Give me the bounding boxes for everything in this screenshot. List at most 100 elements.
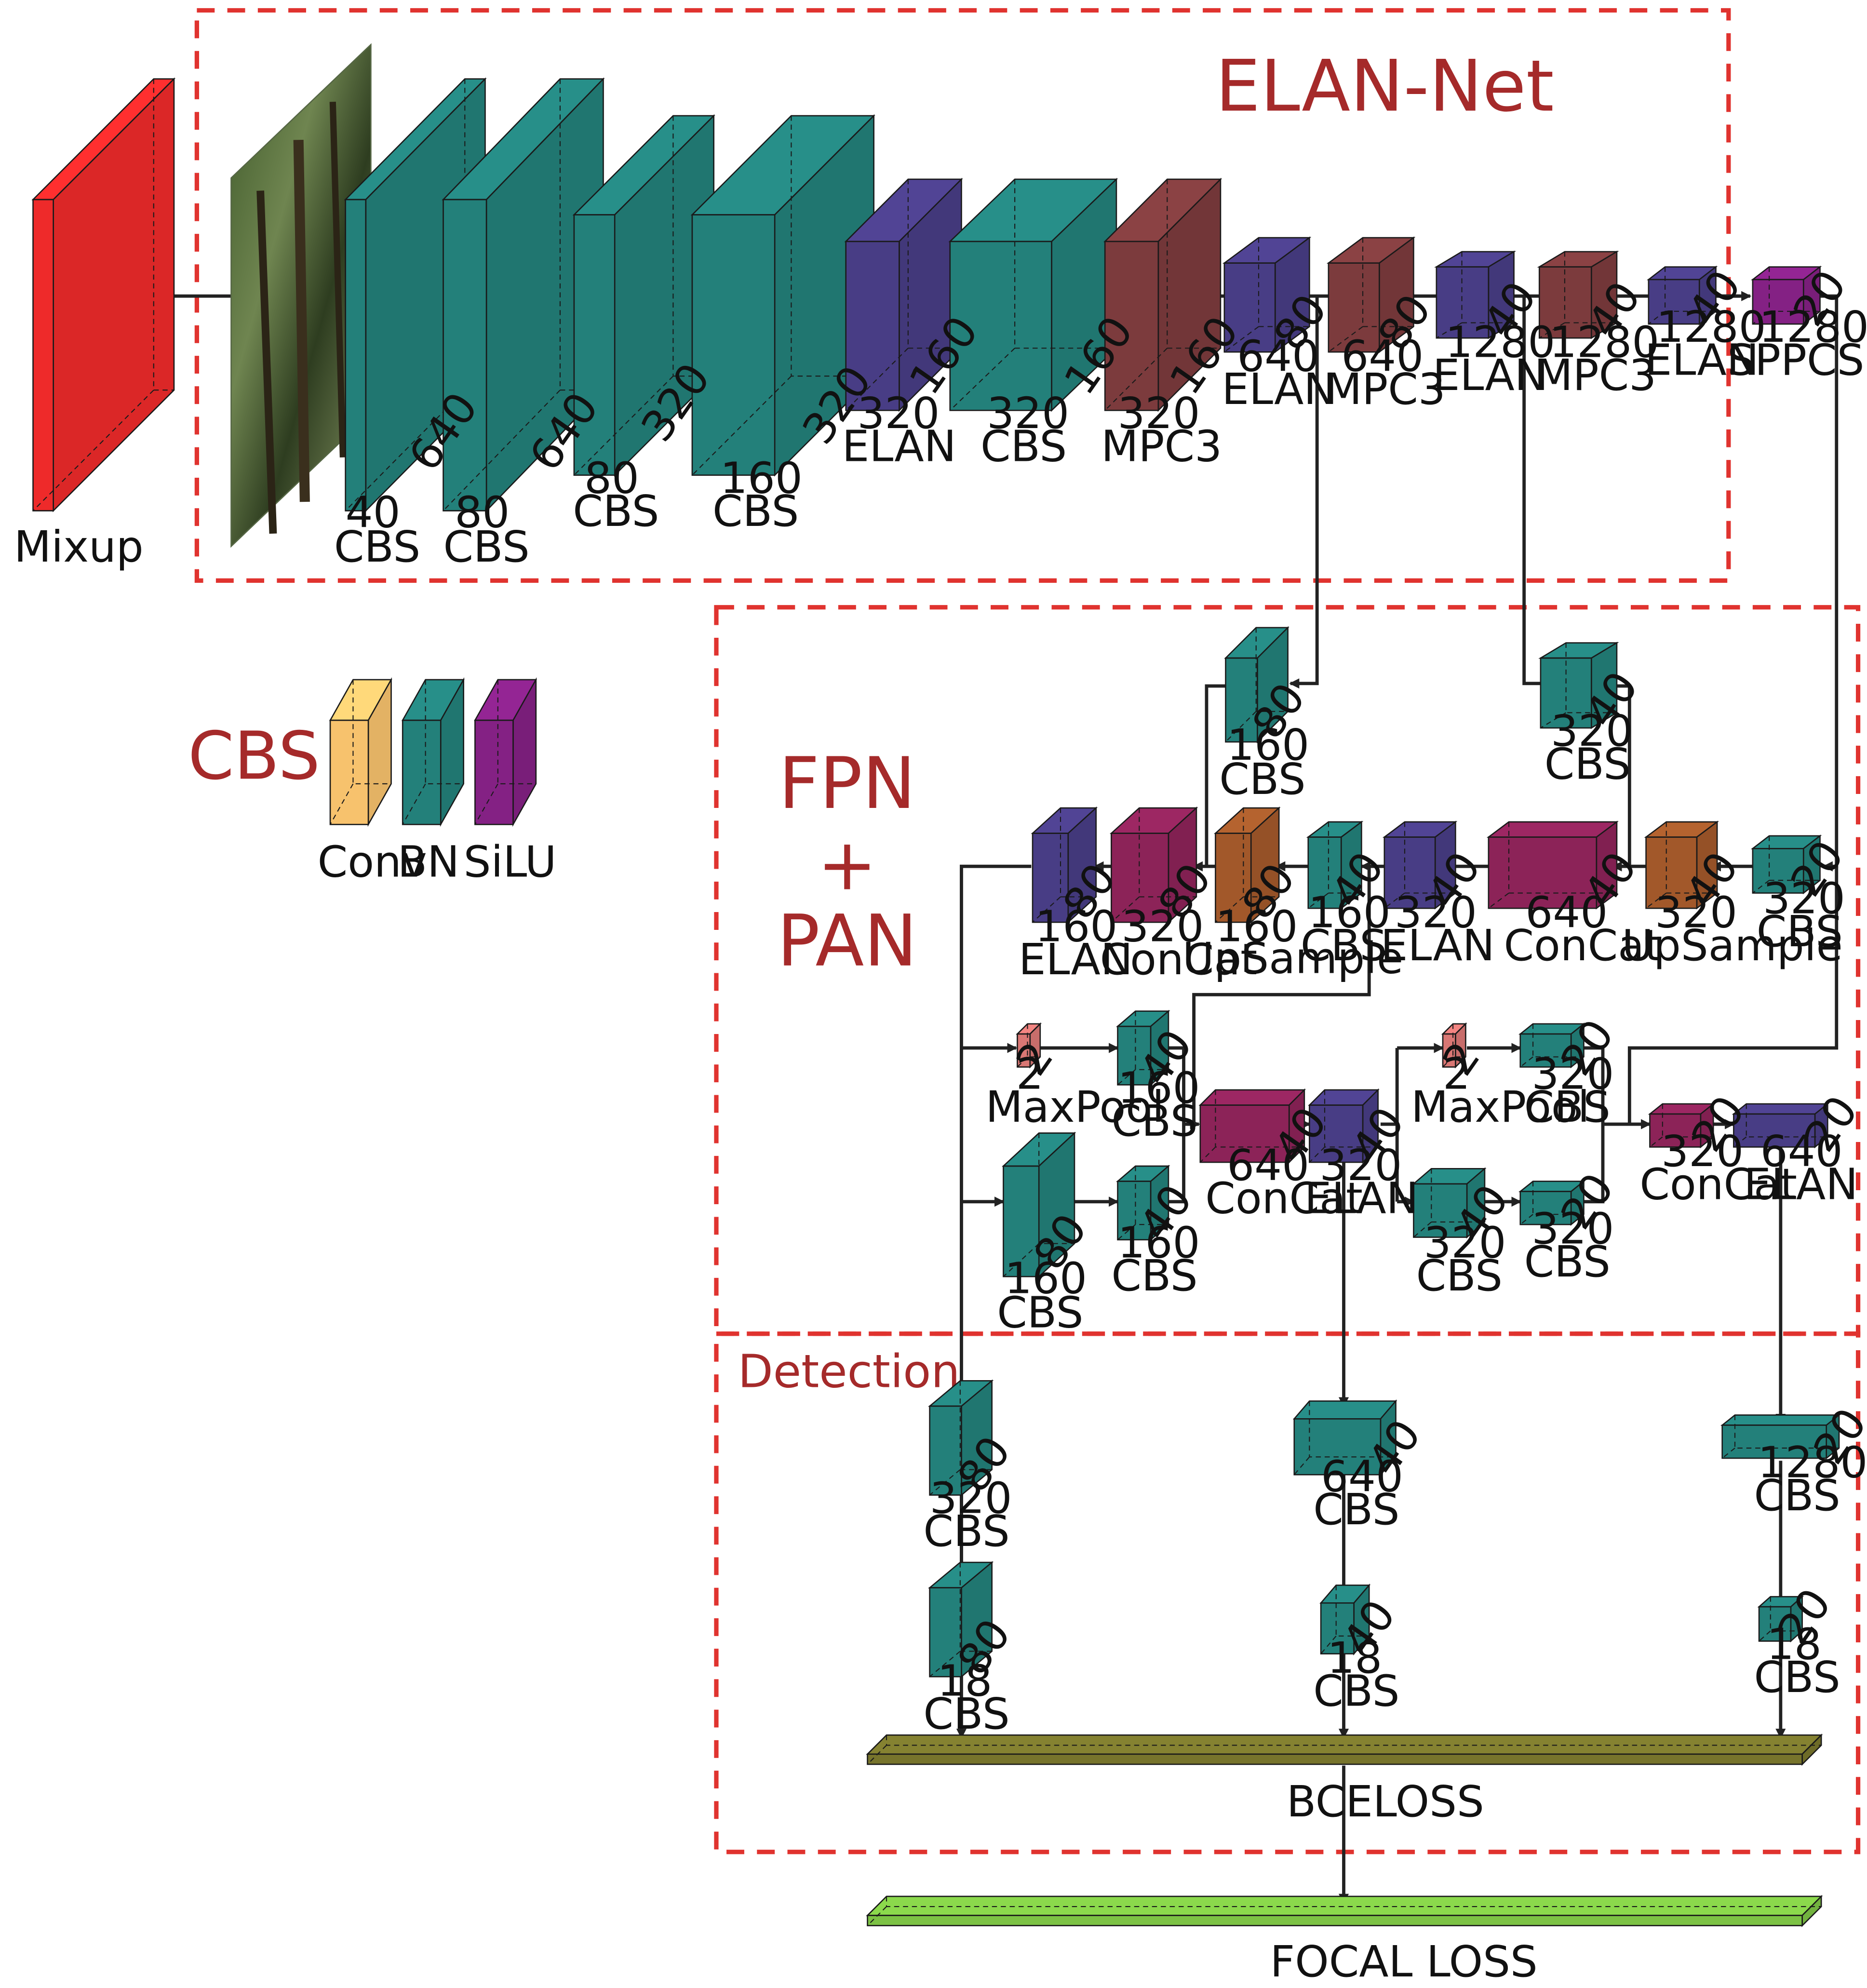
neck-elan-d-block-hidden-edges — [1733, 1103, 1828, 1148]
elan3-label: ELAN — [1433, 350, 1547, 401]
neck-cbs-a-size: 160 — [1227, 720, 1309, 770]
det-cbs1-label: CBS — [923, 1506, 1009, 1557]
det-cbs3-block-front — [1293, 1418, 1382, 1476]
bb-elan3-block — [1434, 250, 1517, 339]
neck-elan-c-block-hidden-edges — [1309, 1089, 1378, 1163]
neck-elan-b-block-front — [1383, 836, 1436, 909]
neck-cbs-a-block — [1224, 626, 1289, 744]
neck-cbs-j-block — [1518, 1180, 1586, 1226]
det-cbs2-size: 18 — [937, 1656, 992, 1706]
bb-cbs3-block — [572, 114, 715, 477]
neck-cbs-j-label: CBS — [1524, 1237, 1611, 1287]
neck-concat-a-block-front — [1111, 833, 1169, 923]
mixup-block-front — [32, 199, 54, 511]
neck-cbs-f-block — [1002, 1131, 1076, 1278]
focal-loss-bar-hidden-edges — [867, 1896, 1822, 1926]
neck-elan-d-size: 640 — [1760, 1127, 1843, 1177]
det-cbs2-block-front — [929, 1587, 962, 1678]
det-cbs5-block-front — [1721, 1424, 1827, 1459]
neck-concat-b-block-top — [1486, 821, 1619, 838]
neck-elan-d-block — [1732, 1102, 1830, 1149]
det-cbs6-block — [1757, 1595, 1804, 1643]
mpc3-2-label: MPC3 — [1325, 364, 1446, 415]
neck-cbs-i-block-front — [1413, 1183, 1468, 1238]
neck-maxpool-a-label: MaxPool — [986, 1082, 1164, 1132]
legend-conv-label: Conv — [318, 837, 427, 887]
cbs1-label: CBS — [334, 522, 420, 572]
bb-cbs4-block-front — [691, 214, 776, 476]
neck-cbs-h-block — [1518, 1022, 1586, 1069]
neck-concat-c-size: 640 — [1227, 1141, 1309, 1191]
legend-bn-block-hidden-edges — [402, 679, 464, 825]
bb-mpc3-1-block — [1103, 177, 1222, 412]
bb-cbs3-block-front — [573, 214, 616, 476]
bb-cbs5-block — [948, 177, 1118, 412]
mpc3-3-size: 1280 — [1549, 318, 1659, 368]
neck-cbs-f-block-front — [1003, 1165, 1040, 1277]
neck-elan-a-block-front — [1032, 833, 1069, 923]
legend-bn-block-front — [402, 719, 442, 825]
neck-upsample-b-block — [1644, 820, 1719, 910]
mpc3-1-label: MPC3 — [1101, 422, 1222, 472]
neck-concat-c-block-hidden-edges — [1200, 1089, 1304, 1163]
neck-cbs-c-block-hidden-edges — [1308, 821, 1362, 909]
bb-cbs5-block-front — [949, 241, 1052, 411]
neck-upsample-a-block-hidden-edges — [1215, 808, 1279, 923]
det-cbs3-label: CBS — [1313, 1485, 1399, 1535]
sppcspc-label: SPPCSPC — [1727, 336, 1867, 386]
bb-cbs5-block-hidden-edges — [950, 179, 1116, 411]
focal-loss-bar-top — [866, 1895, 1823, 1916]
det-cbs3-size: 640 — [1321, 1451, 1403, 1502]
fpn-pan-region — [714, 605, 1861, 1336]
neck-elan-a-size: 160 — [1035, 902, 1117, 952]
pan-title: PAN — [777, 900, 917, 982]
elan-net-title: ELAN-Net — [1215, 45, 1554, 128]
neck-cbs-g-size: 160 — [1118, 1218, 1200, 1268]
neck-cbs-e-label: CBS — [1111, 1096, 1197, 1146]
det-cbs6-block-front — [1758, 1606, 1792, 1642]
neck-cbs-j-size: 320 — [1531, 1204, 1614, 1254]
neck-concat-b-block-front — [1488, 836, 1598, 909]
neck-concat-d-block — [1648, 1102, 1715, 1149]
bb-elan3-block-hidden-edges — [1436, 252, 1514, 339]
mpc3-2-size: 640 — [1341, 332, 1424, 382]
layer-blocks — [31, 77, 1841, 1927]
bb-cbs2-block — [442, 77, 605, 512]
det-cbs1-size: 320 — [930, 1473, 1012, 1523]
neck-cbs-c-block-front — [1307, 836, 1342, 909]
neck-maxpool-a-block-front — [1017, 1033, 1031, 1068]
neck-cbs-h-size: 320 — [1531, 1049, 1614, 1099]
cbs-legend-title: CBS — [188, 718, 320, 794]
neck-concat-c-label: ConCat — [1205, 1173, 1363, 1223]
det-cbs2-block — [927, 1561, 994, 1678]
neck-elan-a-block-hidden-edges — [1032, 808, 1096, 923]
mpc3-3-label: MPC3 — [1535, 350, 1656, 401]
neck-cbs-c-label: CBS — [1301, 921, 1387, 971]
cbs3-label: CBS — [573, 486, 659, 537]
bb-mpc3-1-block-hidden-edges — [1104, 179, 1221, 411]
bb-mpc3-3-block — [1537, 250, 1619, 339]
neck-cbs-e-block-hidden-edges — [1117, 1011, 1169, 1086]
neck-cbs-b-block — [1538, 642, 1619, 729]
bb-sppcspc-block — [1751, 265, 1822, 325]
det-cbs2-block-hidden-edges — [929, 1562, 992, 1677]
neck-maxpool-a-block — [1016, 1022, 1042, 1069]
bb-elan1-block-hidden-edges — [845, 179, 962, 411]
neck-elan-c-block-front — [1309, 1104, 1364, 1163]
neck-cbs-g-block-hidden-edges — [1117, 1166, 1169, 1240]
neck-cbs-b-label: CBS — [1545, 739, 1631, 789]
neck-upsample-a-label: UpSample — [1182, 934, 1403, 984]
neck-concat-b-block-hidden-edges — [1488, 821, 1617, 909]
neck-elan-c-label: ELAN — [1304, 1173, 1419, 1223]
neck-concat-c-block-front — [1199, 1104, 1290, 1163]
elan2-label: ELAN — [1222, 364, 1336, 415]
legend-bn-label: BN — [398, 837, 459, 887]
det-cbs1-block-front — [929, 1405, 962, 1496]
neck-cbs-c-size: 160 — [1308, 888, 1391, 938]
bb-elan4-block-hidden-edges — [1648, 267, 1716, 325]
neck-cbs-a-block-front — [1225, 657, 1258, 743]
sppcspc-size: 1280 — [1759, 302, 1867, 352]
cbs4-size: 160 — [720, 454, 803, 504]
neck-elan-c-size: 320 — [1319, 1141, 1402, 1191]
